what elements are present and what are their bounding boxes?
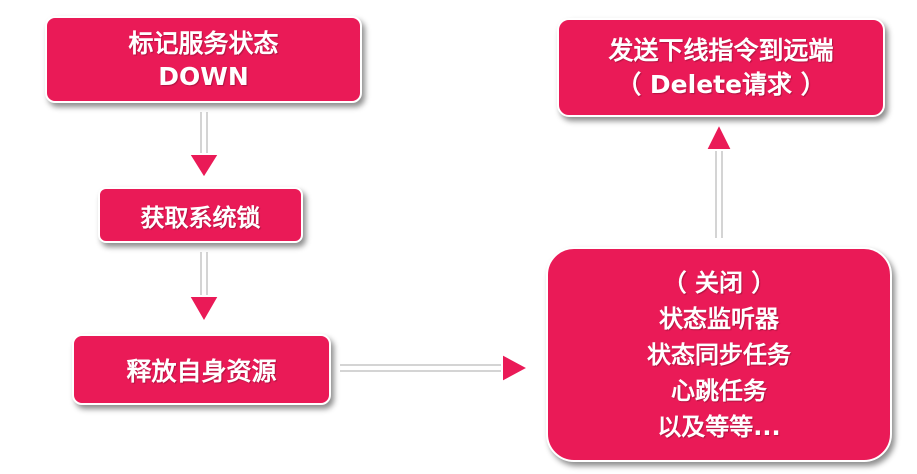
node-mark-service-down: 标记服务状态 DOWN — [45, 16, 362, 103]
connector-lock-to-release — [187, 252, 221, 325]
node-close-components-line4: 心跳任务 — [671, 376, 767, 405]
arrowhead-up-icon — [704, 121, 734, 151]
node-send-offline-command-line1: 发送下线指令到远端 — [608, 35, 834, 65]
node-acquire-system-lock-label: 获取系统锁 — [140, 203, 261, 232]
node-acquire-system-lock: 获取系统锁 — [98, 187, 303, 243]
node-close-components-line3: 状态同步任务 — [647, 340, 791, 369]
connector-close-to-send — [704, 121, 734, 238]
node-mark-service-down-line2: DOWN — [158, 61, 249, 91]
connector-mark-to-lock — [187, 112, 221, 180]
node-send-offline-command-line2: （ Delete请求 ） — [616, 69, 826, 99]
arrowhead-down-icon — [187, 153, 221, 180]
node-close-components-line1: （ 关闭 ） — [662, 268, 776, 297]
node-send-offline-command: 发送下线指令到远端 （ Delete请求 ） — [557, 18, 885, 117]
node-close-components-line5: 以及等等... — [657, 412, 781, 441]
node-release-own-resources: 释放自身资源 — [72, 334, 331, 405]
node-release-own-resources-label: 释放自身资源 — [126, 356, 277, 386]
arrowhead-right-icon — [501, 352, 531, 384]
arrowhead-down-icon — [187, 295, 221, 325]
node-mark-service-down-line1: 标记服务状态 — [128, 28, 279, 58]
node-close-components: （ 关闭 ） 状态监听器 状态同步任务 心跳任务 以及等等... — [546, 247, 892, 462]
node-close-components-line2: 状态监听器 — [659, 304, 779, 333]
connector-release-to-close — [340, 352, 531, 384]
